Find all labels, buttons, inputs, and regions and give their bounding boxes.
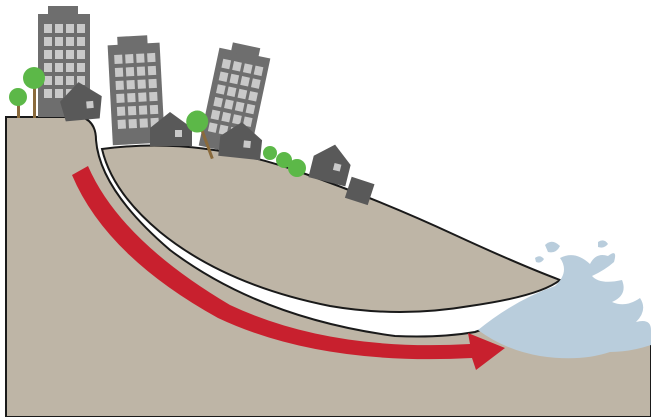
building-window (44, 24, 52, 33)
building-window (127, 93, 135, 102)
building-window (77, 63, 85, 72)
building-window (138, 92, 146, 101)
building-window (44, 50, 52, 59)
building-window (116, 94, 124, 103)
building-window (114, 55, 122, 64)
building-window (128, 106, 136, 115)
building-window (117, 107, 125, 116)
building-window (44, 63, 52, 72)
building-window (137, 79, 145, 88)
building-window (77, 50, 85, 59)
building-window (44, 89, 52, 98)
building-window (116, 81, 124, 90)
building-window (125, 54, 133, 63)
tree-1 (9, 88, 27, 118)
building-window (66, 76, 74, 85)
building-window (126, 67, 134, 76)
building-window (147, 53, 155, 62)
building-window (115, 68, 123, 77)
wave-splash (598, 240, 608, 247)
building-window (55, 24, 63, 33)
bush-icon (263, 146, 277, 160)
building-window (148, 79, 156, 88)
building-window (55, 50, 63, 59)
building-window (66, 24, 74, 33)
tree-icon (9, 88, 27, 106)
building-window (55, 89, 63, 98)
tree-icon (23, 67, 45, 89)
building-window (137, 66, 145, 75)
building-window (148, 66, 156, 75)
building-window (136, 53, 144, 62)
building-window (44, 76, 52, 85)
building-window (140, 118, 148, 127)
building-window (149, 92, 157, 101)
building-window (66, 50, 74, 59)
building-window (55, 63, 63, 72)
wave-splash (545, 242, 560, 253)
building-window (44, 37, 52, 46)
building-window (66, 63, 74, 72)
building-window (77, 37, 85, 46)
building-window (55, 37, 63, 46)
building-window (55, 76, 63, 85)
building-window (118, 120, 126, 129)
bush-icon (288, 159, 306, 177)
building-window (66, 37, 74, 46)
building-window (139, 105, 147, 114)
building-window (129, 119, 137, 128)
building-window (150, 105, 158, 114)
building-window (126, 80, 134, 89)
building-window (77, 24, 85, 33)
wave-splash (535, 256, 544, 262)
